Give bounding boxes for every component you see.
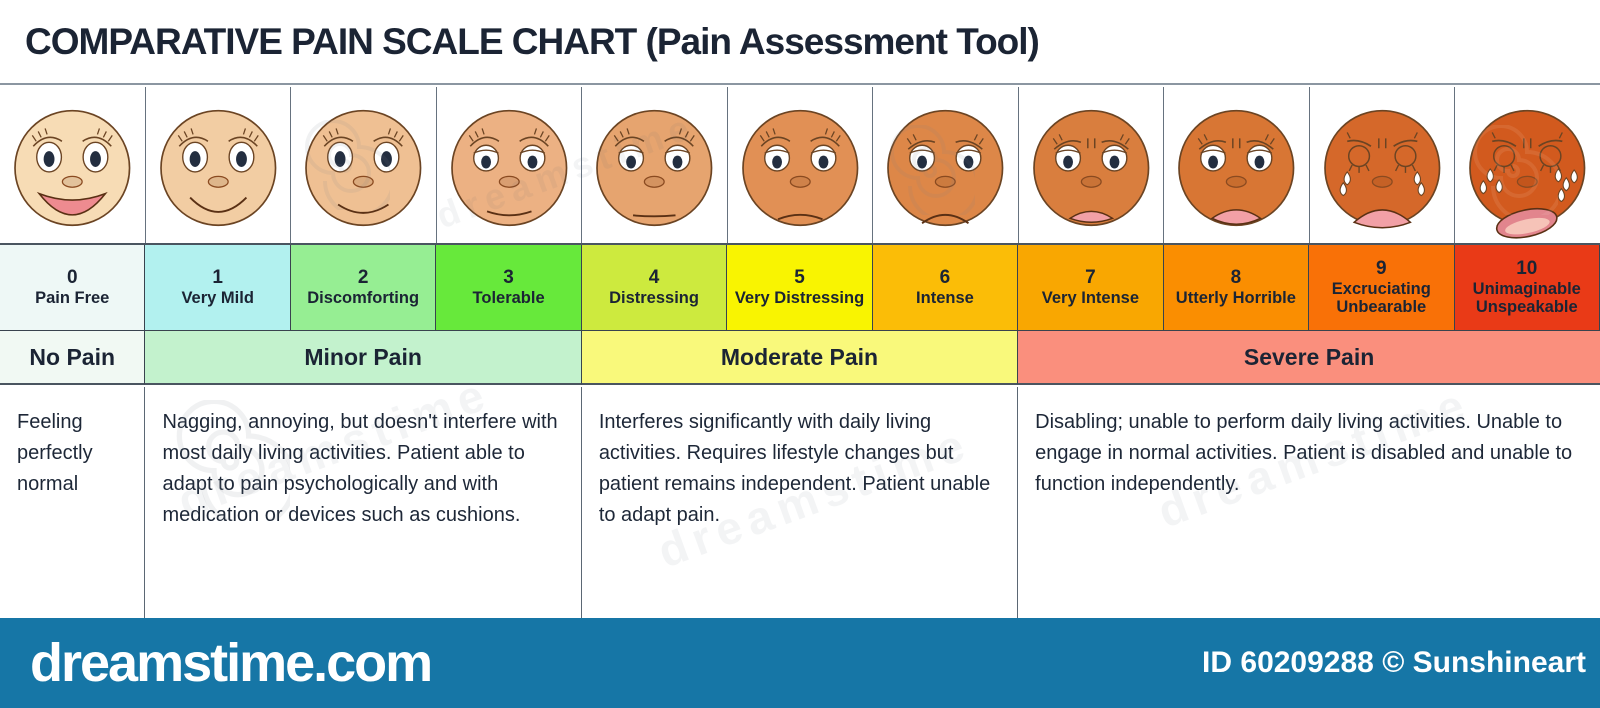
scale-cell-8: 8 Utterly Horrible xyxy=(1163,245,1310,331)
scale-cell-2: 2 Discomforting xyxy=(290,245,437,331)
face-cell-9 xyxy=(1309,87,1456,243)
scale-number: 8 xyxy=(1230,267,1242,289)
pain-face-3-icon xyxy=(450,109,568,227)
pain-face-5-icon xyxy=(741,109,859,227)
footer-bar: dreamstime.com ID 60209288 © Sunshineart xyxy=(0,618,1600,708)
face-cell-0 xyxy=(0,87,146,243)
scale-number: 3 xyxy=(503,267,514,289)
face-cell-6 xyxy=(873,87,1019,243)
scale-number: 6 xyxy=(939,267,951,289)
scale-number: 5 xyxy=(794,267,805,289)
scale-cell-0: 0 Pain Free xyxy=(0,245,146,331)
faces-row xyxy=(0,87,1600,243)
face-cell-5 xyxy=(727,87,874,243)
scale-number: 9 xyxy=(1376,258,1387,280)
scale-cell-1: 1 Very Mild xyxy=(145,245,291,331)
category-label: Severe Pain xyxy=(1243,343,1375,370)
scale-cell-7: 7 Very Intense xyxy=(1018,245,1164,331)
scale-label: Distressing xyxy=(609,289,699,308)
pain-face-2-icon xyxy=(305,109,422,227)
scale-label: Excruciating Unbearable xyxy=(1331,279,1431,317)
category-severe-pain: Severe Pain xyxy=(1018,331,1600,385)
face-cell-1 xyxy=(145,87,292,243)
scale-label: Very Mild xyxy=(181,289,254,308)
scale-cell-10: 10 Unimaginable Unspeakable xyxy=(1454,245,1600,331)
scale-label: Tolerable xyxy=(472,289,545,308)
pain-face-4-icon xyxy=(596,109,713,227)
pain-face-1-icon xyxy=(159,109,276,227)
description-moderate-pain: Interferes significantly with daily livi… xyxy=(582,387,1019,618)
image-credit: ID 60209288 © Sunshineart xyxy=(1202,646,1586,679)
scale-label: Very Intense xyxy=(1041,289,1140,308)
description-no-pain: Feeling perfectly normal xyxy=(0,387,146,618)
scale-label: Very Distressing xyxy=(734,289,865,308)
scale-cell-9: 9 Excruciating Unbearable xyxy=(1309,245,1455,331)
title-bar: COMPARATIVE PAIN SCALE CHART (Pain Asses… xyxy=(0,0,1600,85)
category-no-pain: No Pain xyxy=(0,331,146,385)
category-label: No Pain xyxy=(29,343,116,370)
page-title: COMPARATIVE PAIN SCALE CHART (Pain Asses… xyxy=(25,20,1040,62)
pain-face-9-icon xyxy=(1324,109,1441,229)
category-label: Moderate Pain xyxy=(720,343,879,370)
scale-number: 4 xyxy=(648,267,660,289)
face-cell-10 xyxy=(1455,87,1600,243)
face-cell-8 xyxy=(1164,87,1310,243)
face-cell-2 xyxy=(291,87,437,243)
scale-cell-4: 4 Distressing xyxy=(581,245,728,331)
dreamstime-logo: dreamstime.com xyxy=(30,633,433,693)
pain-face-7-icon xyxy=(1032,109,1150,227)
face-cell-7 xyxy=(1018,87,1165,243)
pain-face-8-icon xyxy=(1178,109,1295,227)
scale-cell-6: 6 Intense xyxy=(872,245,1019,331)
scale-cell-5: 5 Very Distressing xyxy=(727,245,873,331)
scale-number: 7 xyxy=(1085,267,1096,289)
scale-label: Utterly Horrible xyxy=(1175,289,1296,308)
pain-face-0-icon xyxy=(14,109,131,227)
scale-cell-3: 3 Tolerable xyxy=(436,245,582,331)
scale-number: 1 xyxy=(212,267,223,289)
scale-number: 2 xyxy=(357,267,369,289)
description-severe-pain: Disabling; unable to perform daily livin… xyxy=(1035,411,1573,495)
face-cell-4 xyxy=(582,87,728,243)
scale-label: Discomforting xyxy=(307,289,420,308)
description-minor-pain: Nagging, annoying, but doesn't interfere… xyxy=(145,387,582,618)
category-minor-pain: Minor Pain xyxy=(145,331,582,385)
scale-row: 0 Pain Free 1 Very Mild 2 Discomforting … xyxy=(0,243,1600,331)
scale-label: Pain Free xyxy=(35,289,110,308)
category-moderate-pain: Moderate Pain xyxy=(581,331,1019,385)
description-row: Feeling perfectly normal Nagging, annoyi… xyxy=(0,387,1600,618)
scale-number: 10 xyxy=(1516,258,1538,280)
scale-number: 0 xyxy=(66,267,78,289)
pain-face-10-icon xyxy=(1469,109,1586,239)
pain-face-6-icon xyxy=(887,109,1004,227)
category-label: Minor Pain xyxy=(304,343,422,370)
category-row: No Pain Minor Pain Moderate Pain Severe … xyxy=(0,331,1600,385)
face-cell-3 xyxy=(436,87,583,243)
scale-label: Intense xyxy=(916,289,974,308)
scale-label: Unimaginable Unspeakable xyxy=(1472,279,1581,317)
